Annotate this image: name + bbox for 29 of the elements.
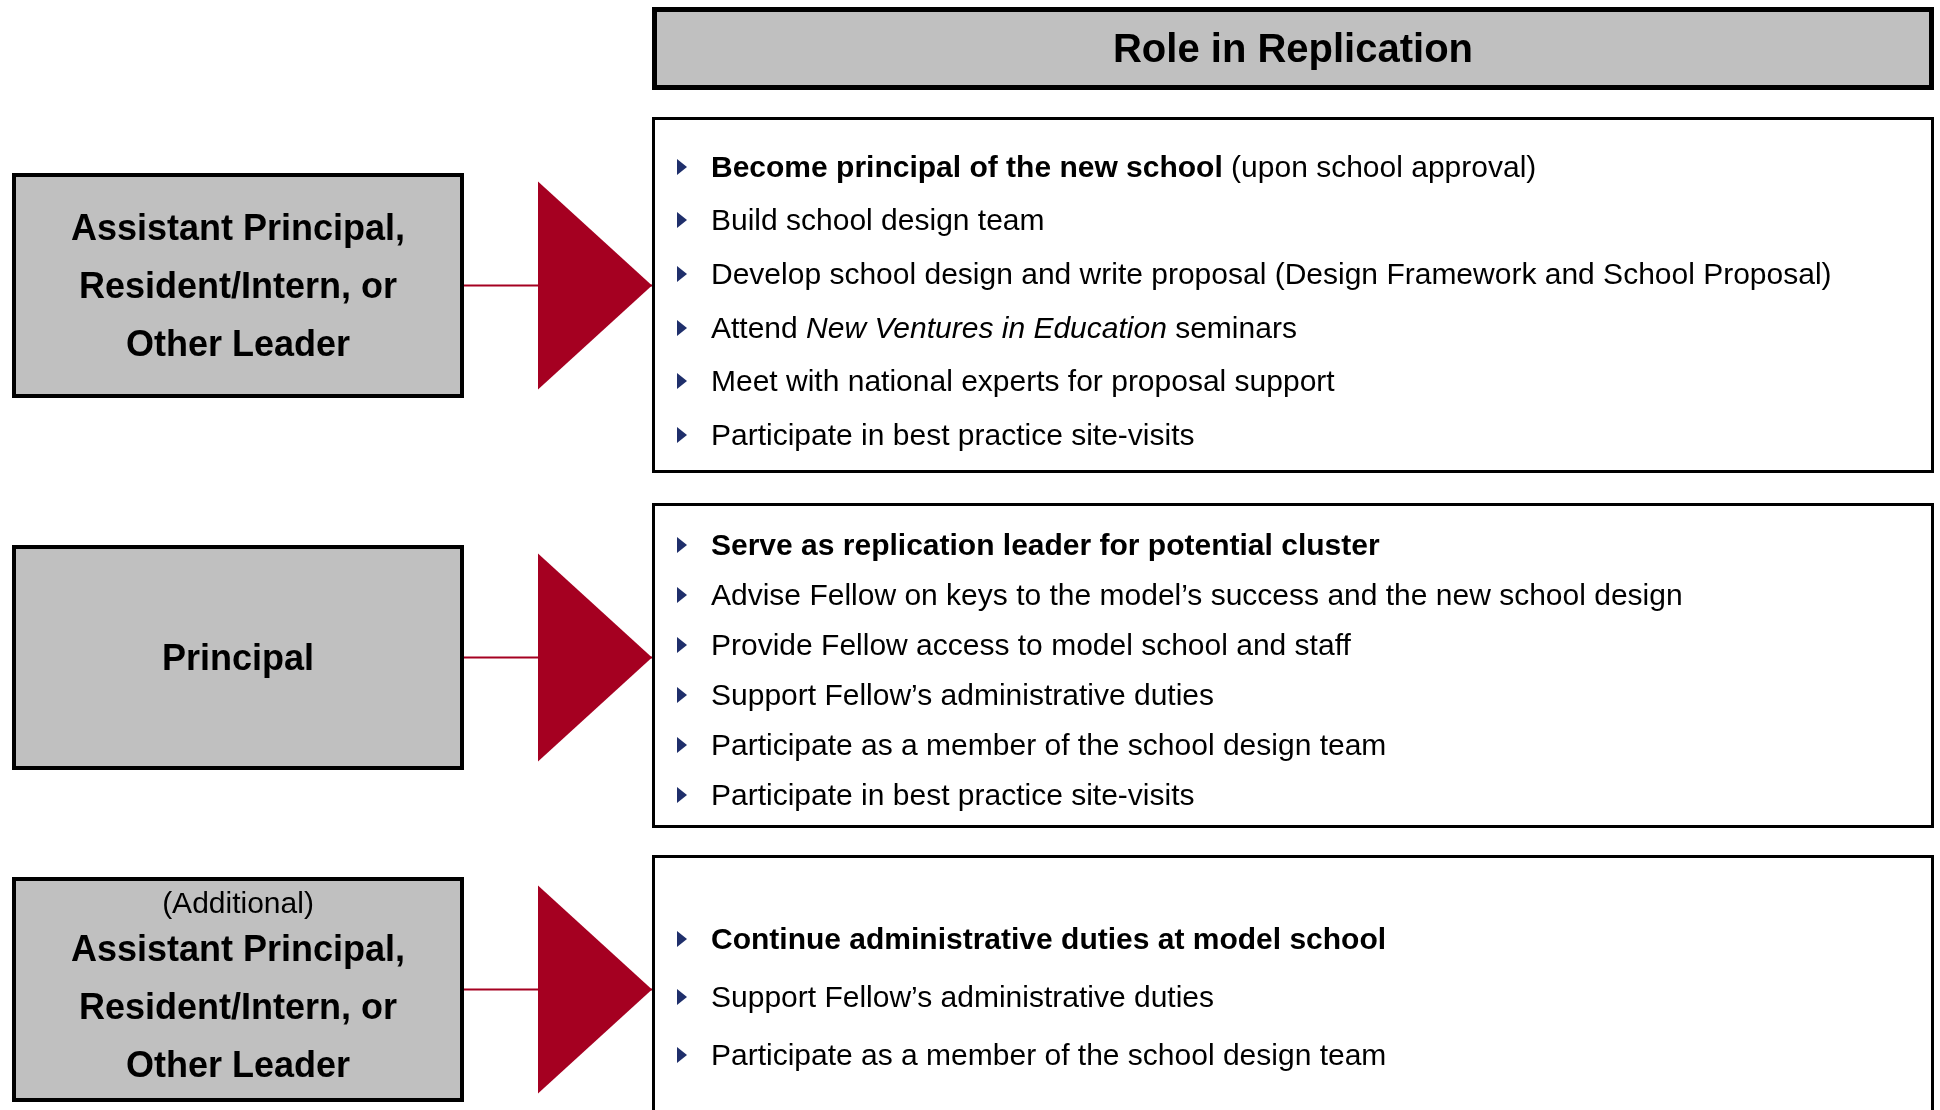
role-title: Assistant Principal, Resident/Intern, or Other Leader	[69, 926, 407, 1087]
role-box	[12, 545, 464, 770]
role-title: Principal	[161, 635, 315, 680]
list-item: Develop school design and write proposal (Design Framework and School Proposal)	[711, 257, 1832, 291]
duties-box	[652, 503, 1934, 828]
header-box: Role in Replication	[652, 7, 1934, 90]
list-item: Continue administrative duties at model school	[711, 922, 1387, 956]
arrow	[463, 181, 653, 390]
list-item: Attend New Ventures in Education seminars	[711, 310, 1297, 345]
duties-box	[652, 855, 1934, 1110]
arrow	[463, 885, 653, 1094]
duties-box	[652, 117, 1934, 473]
list-item: Become principal of the new school (upon school approval)	[711, 149, 1537, 184]
note-text: (Additional)	[162, 885, 314, 920]
list-item: Participate in best practice site-visits	[711, 778, 1195, 812]
list-item: Serve as replication leader for potential cluster	[711, 528, 1380, 562]
role-box	[12, 173, 464, 398]
arrow	[463, 553, 653, 762]
list-item: Support Fellow’s administrative duties	[711, 678, 1214, 712]
role-box	[12, 877, 464, 1102]
list-item: Participate as a member of the school design team	[711, 1038, 1387, 1072]
list-item: Participate as a member of the school design team	[711, 728, 1387, 762]
list-item: Build school design team	[711, 203, 1045, 238]
list-item: Meet with national experts for proposal support	[711, 364, 1335, 399]
list-item: Support Fellow’s administrative duties	[711, 980, 1214, 1014]
role-title: Assistant Principal, Resident/Intern, or Other Leader	[69, 205, 407, 366]
list-item: Advise Fellow on keys to the model’s success and the new school design	[711, 578, 1683, 612]
list-item: Provide Fellow access to model school and staff	[711, 628, 1351, 662]
list-item: Participate in best practice site-visits	[711, 417, 1195, 452]
